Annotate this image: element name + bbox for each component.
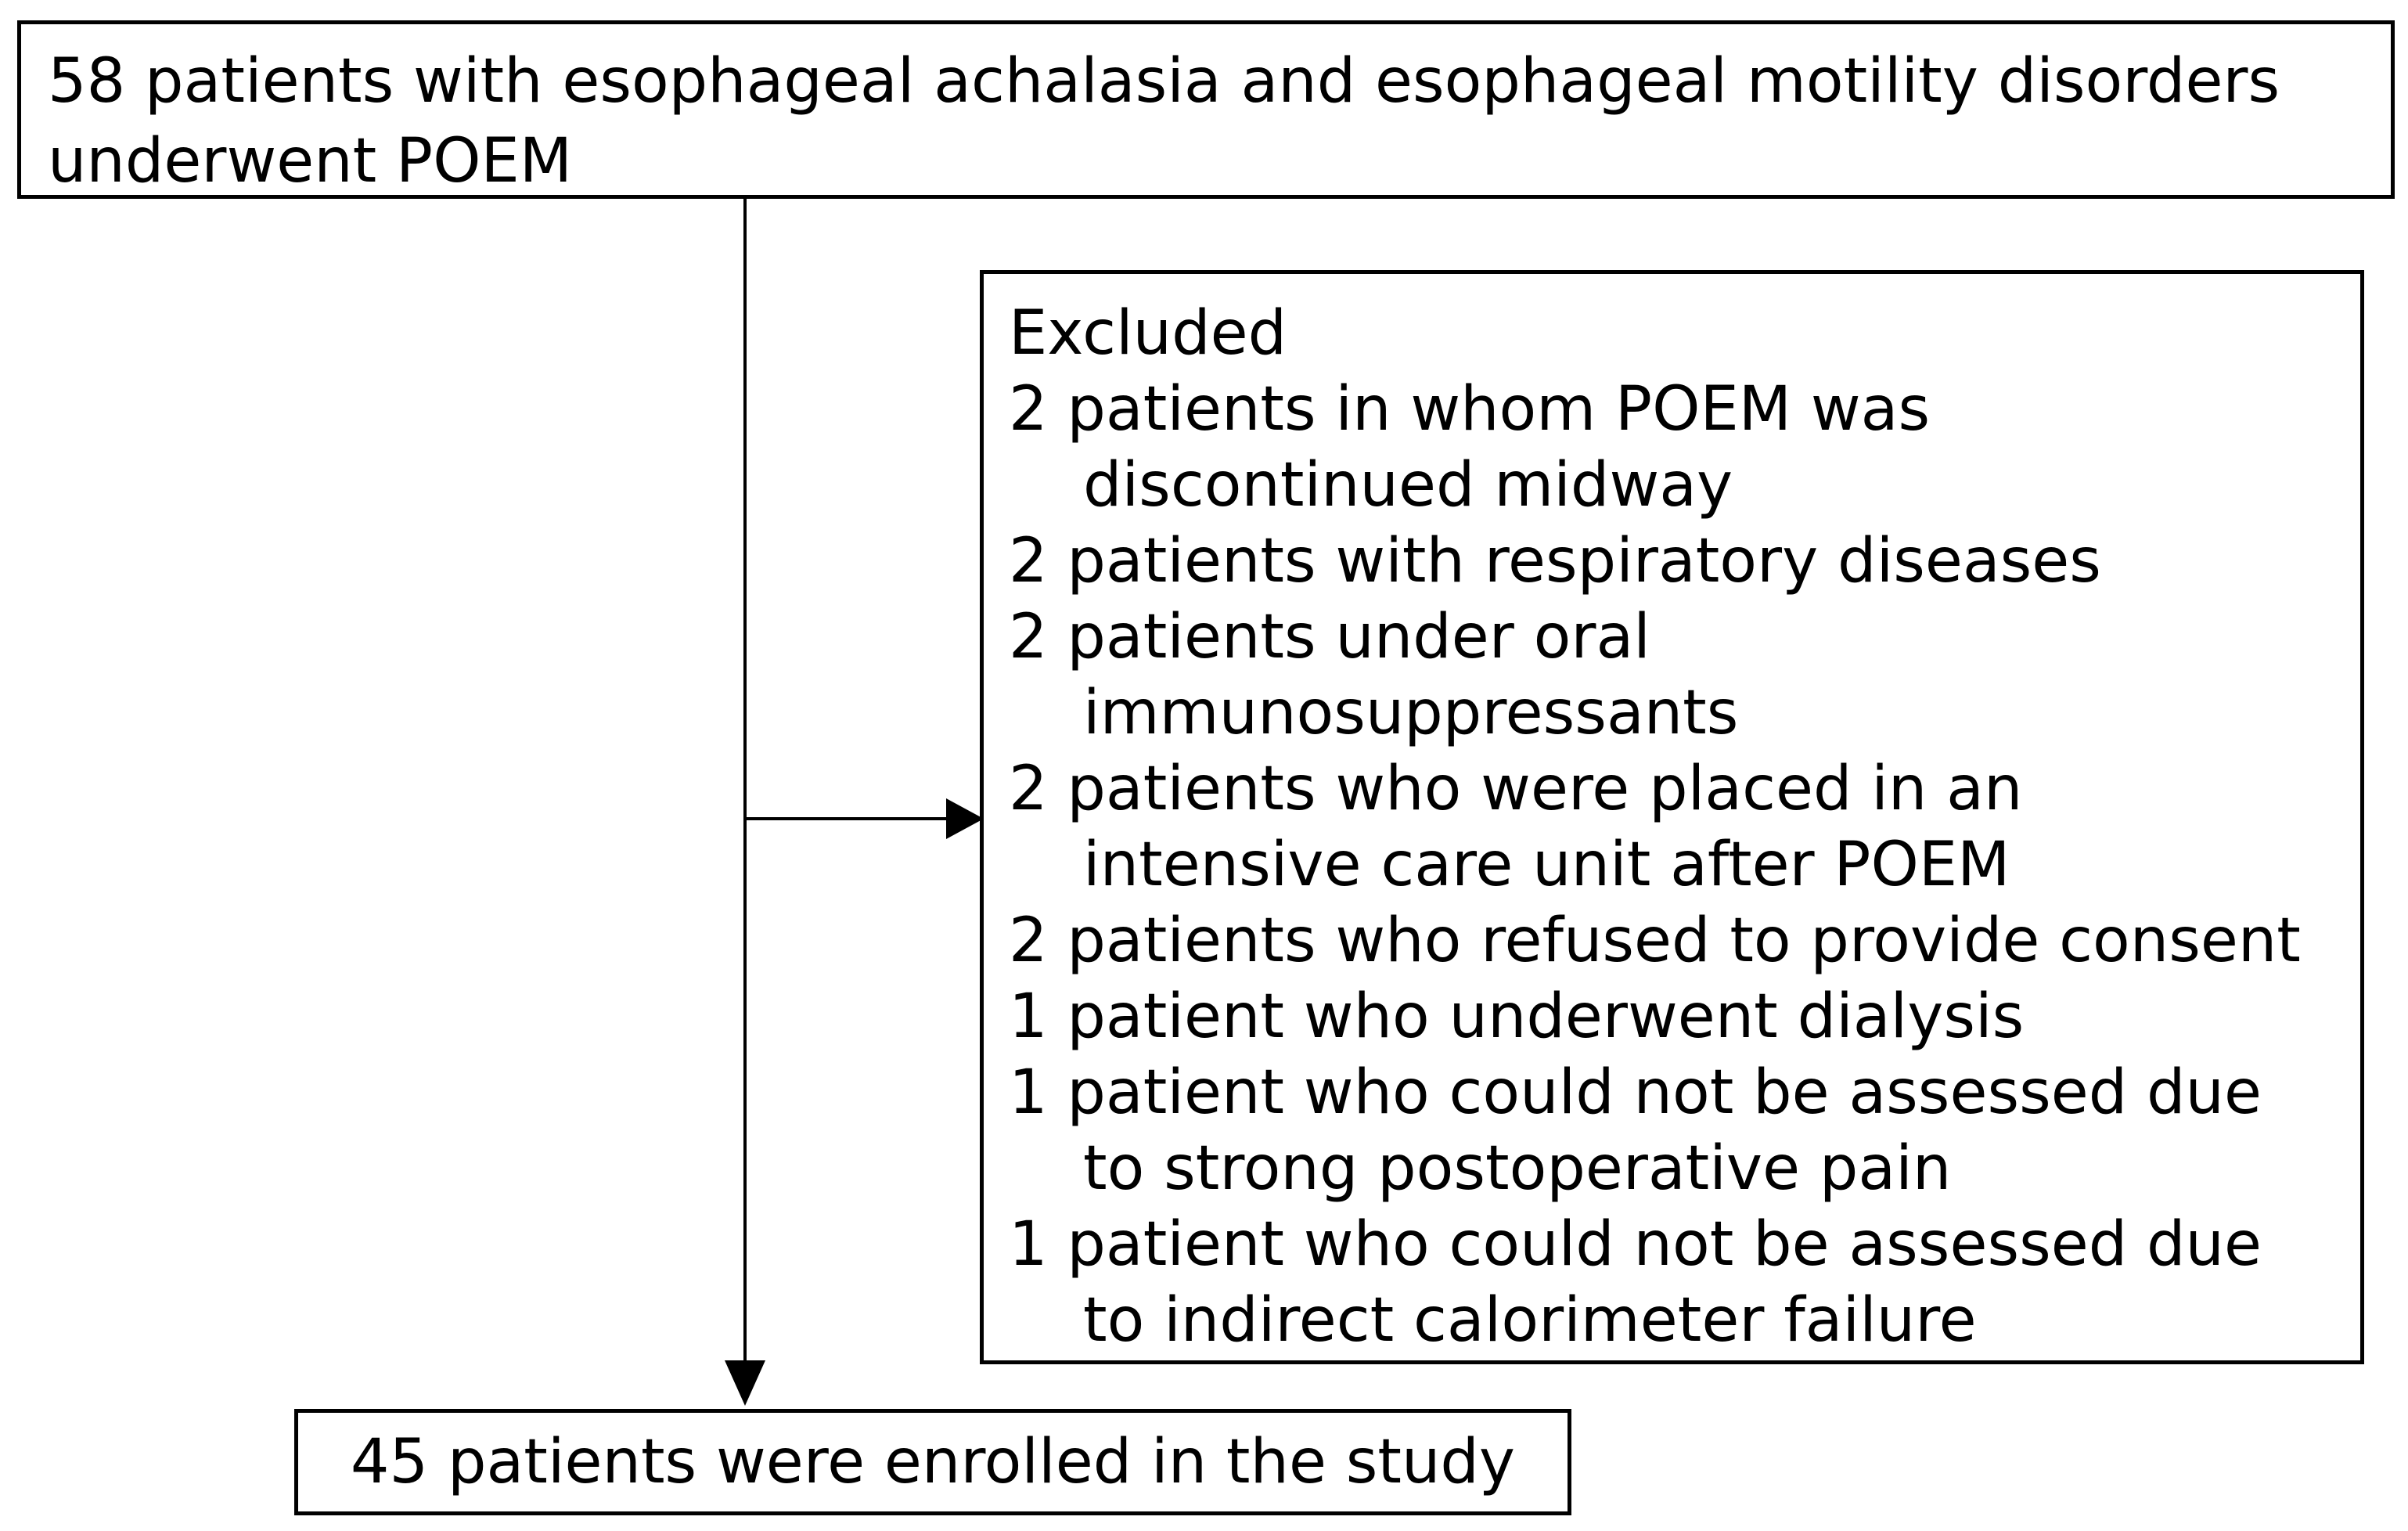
excluded-item-line: 2 patients in whom POEM was <box>1009 374 1931 445</box>
excluded-item-line: intensive care unit after POEM <box>1083 830 2010 900</box>
excluded-item-line: 2 patients with respiratory diseases <box>1009 526 2101 596</box>
excluded-item-line: 1 patient who underwent dialysis <box>1009 982 2025 1052</box>
excluded-item-line: to indirect calorimeter failure <box>1083 1285 1977 1356</box>
down-arrowhead-icon <box>725 1360 765 1406</box>
excluded-item-line: 2 patients who refused to provide consen… <box>1009 906 2301 976</box>
excluded-item-line: to strong postoperative pain <box>1083 1133 1952 1204</box>
enrolled-result-text: 45 patients were enrolled in the study <box>350 1427 1516 1497</box>
horizontal-connector-line <box>743 817 948 820</box>
excluded-item-line: 2 patients under oral <box>1009 602 1650 672</box>
enrollment-source-line-2: underwent POEM <box>48 126 573 196</box>
vertical-connector-line <box>743 198 747 1362</box>
excluded-item-line: immunosuppressants <box>1083 678 1739 748</box>
excluded-title: Excluded <box>1009 298 1287 369</box>
excluded-item-line: 1 patient who could not be assessed due <box>1009 1209 2262 1280</box>
right-arrowhead-icon <box>946 798 984 839</box>
excluded-item-line: 2 patients who were placed in an <box>1009 754 2023 824</box>
enrollment-source-line-1: 58 patients with esophageal achalasia an… <box>48 46 2280 117</box>
excluded-item-line: discontinued midway <box>1083 450 1733 521</box>
excluded-item-line: 1 patient who could not be assessed due <box>1009 1057 2262 1128</box>
enrolled-result-box: 45 patients were enrolled in the study <box>294 1409 1571 1515</box>
enrollment-source-box: 58 patients with esophageal achalasia an… <box>17 20 2395 199</box>
